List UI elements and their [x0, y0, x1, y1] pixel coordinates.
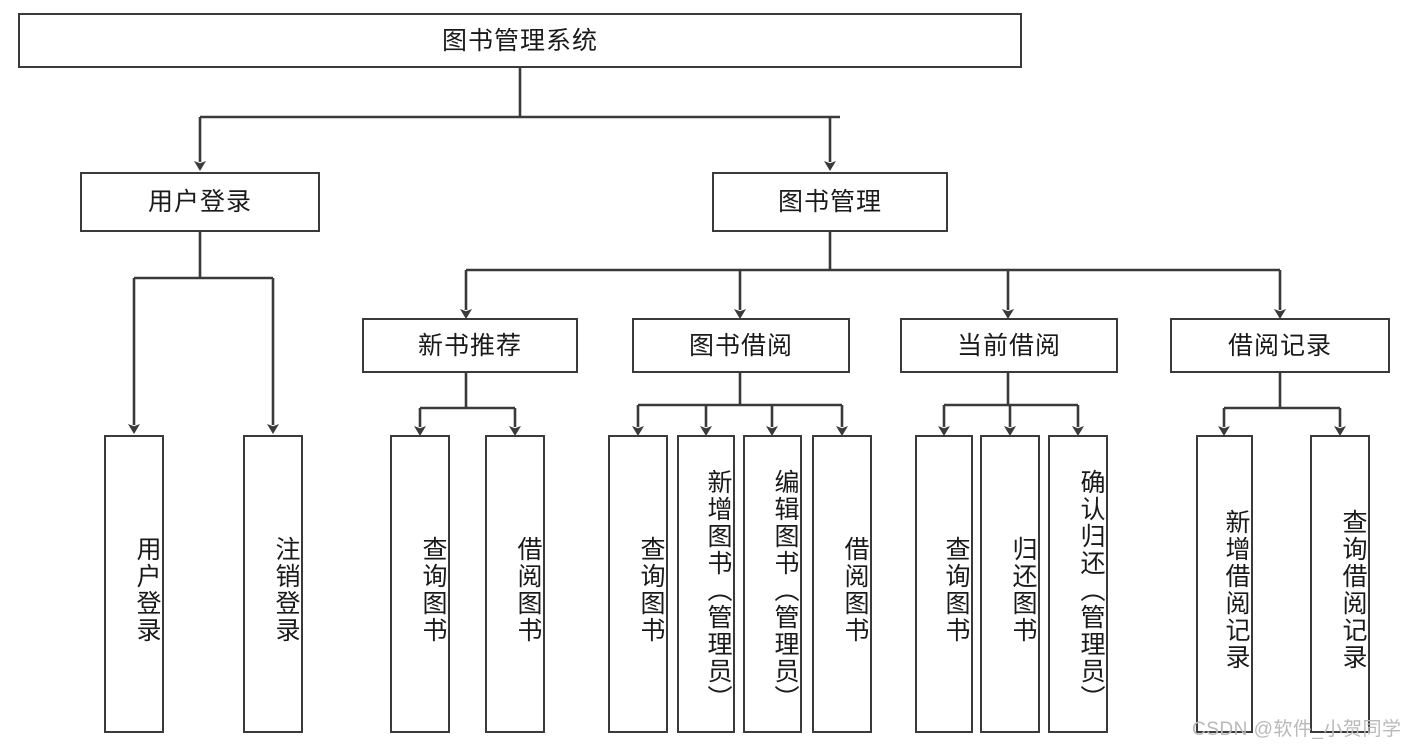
leaf-borrow-book-2[interactable]: 借阅图书: [812, 435, 872, 733]
node-current-borrow[interactable]: 当前借阅: [900, 318, 1118, 373]
node-label: 借阅图书: [841, 536, 869, 644]
node-label: 新增借阅记录: [1222, 509, 1250, 671]
node-label: 新增图书（管理员）: [704, 468, 732, 712]
leaf-query-borrow-record[interactable]: 查询借阅记录: [1310, 435, 1370, 733]
node-book-management[interactable]: 图书管理: [712, 172, 948, 232]
leaf-return-book[interactable]: 归还图书: [980, 435, 1040, 733]
node-label: 用户登录: [147, 188, 252, 216]
node-root-图书管理系统[interactable]: 图书管理系统: [18, 13, 1022, 68]
leaf-add-borrow-record[interactable]: 新增借阅记录: [1196, 435, 1253, 733]
node-label: 查询图书: [419, 536, 447, 644]
leaf-user-logout[interactable]: 注销登录: [243, 435, 303, 733]
leaf-user-login[interactable]: 用户登录: [104, 435, 164, 733]
node-label: 编辑图书（管理员）: [771, 468, 799, 712]
csdn-watermark: CSDN @软件_小贺同学: [1192, 719, 1402, 740]
leaf-query-book-3[interactable]: 查询图书: [915, 435, 973, 733]
leaf-edit-book-admin[interactable]: 编辑图书（管理员）: [743, 435, 802, 733]
node-label: 当前借阅: [956, 331, 1061, 360]
node-label: 图书借阅: [688, 331, 793, 360]
leaf-query-book-2[interactable]: 查询图书: [608, 435, 668, 733]
node-label: 新书推荐: [417, 331, 522, 360]
node-label: 图书管理系统: [441, 26, 598, 55]
node-borrow-record[interactable]: 借阅记录: [1170, 318, 1390, 373]
leaf-query-book-1[interactable]: 查询图书: [390, 435, 450, 733]
node-new-book-recommend[interactable]: 新书推荐: [362, 318, 578, 373]
node-label: 借阅记录: [1227, 331, 1332, 360]
node-label: 查询图书: [942, 536, 970, 644]
node-label: 查询图书: [637, 536, 665, 644]
node-user-login[interactable]: 用户登录: [80, 172, 320, 232]
node-label: 确认归还（管理员）: [1077, 468, 1105, 712]
node-book-borrow[interactable]: 图书借阅: [632, 318, 850, 373]
node-label: 归还图书: [1009, 536, 1037, 644]
node-label: 注销登录: [272, 536, 300, 644]
leaf-confirm-return-admin[interactable]: 确认归还（管理员）: [1048, 435, 1108, 733]
node-label: 用户登录: [133, 536, 161, 644]
node-label: 查询借阅记录: [1339, 509, 1367, 671]
leaf-borrow-book-1[interactable]: 借阅图书: [485, 435, 545, 733]
leaf-add-book-admin[interactable]: 新增图书（管理员）: [677, 435, 735, 733]
node-label: 借阅图书: [514, 536, 542, 644]
node-label: 图书管理: [777, 188, 882, 216]
